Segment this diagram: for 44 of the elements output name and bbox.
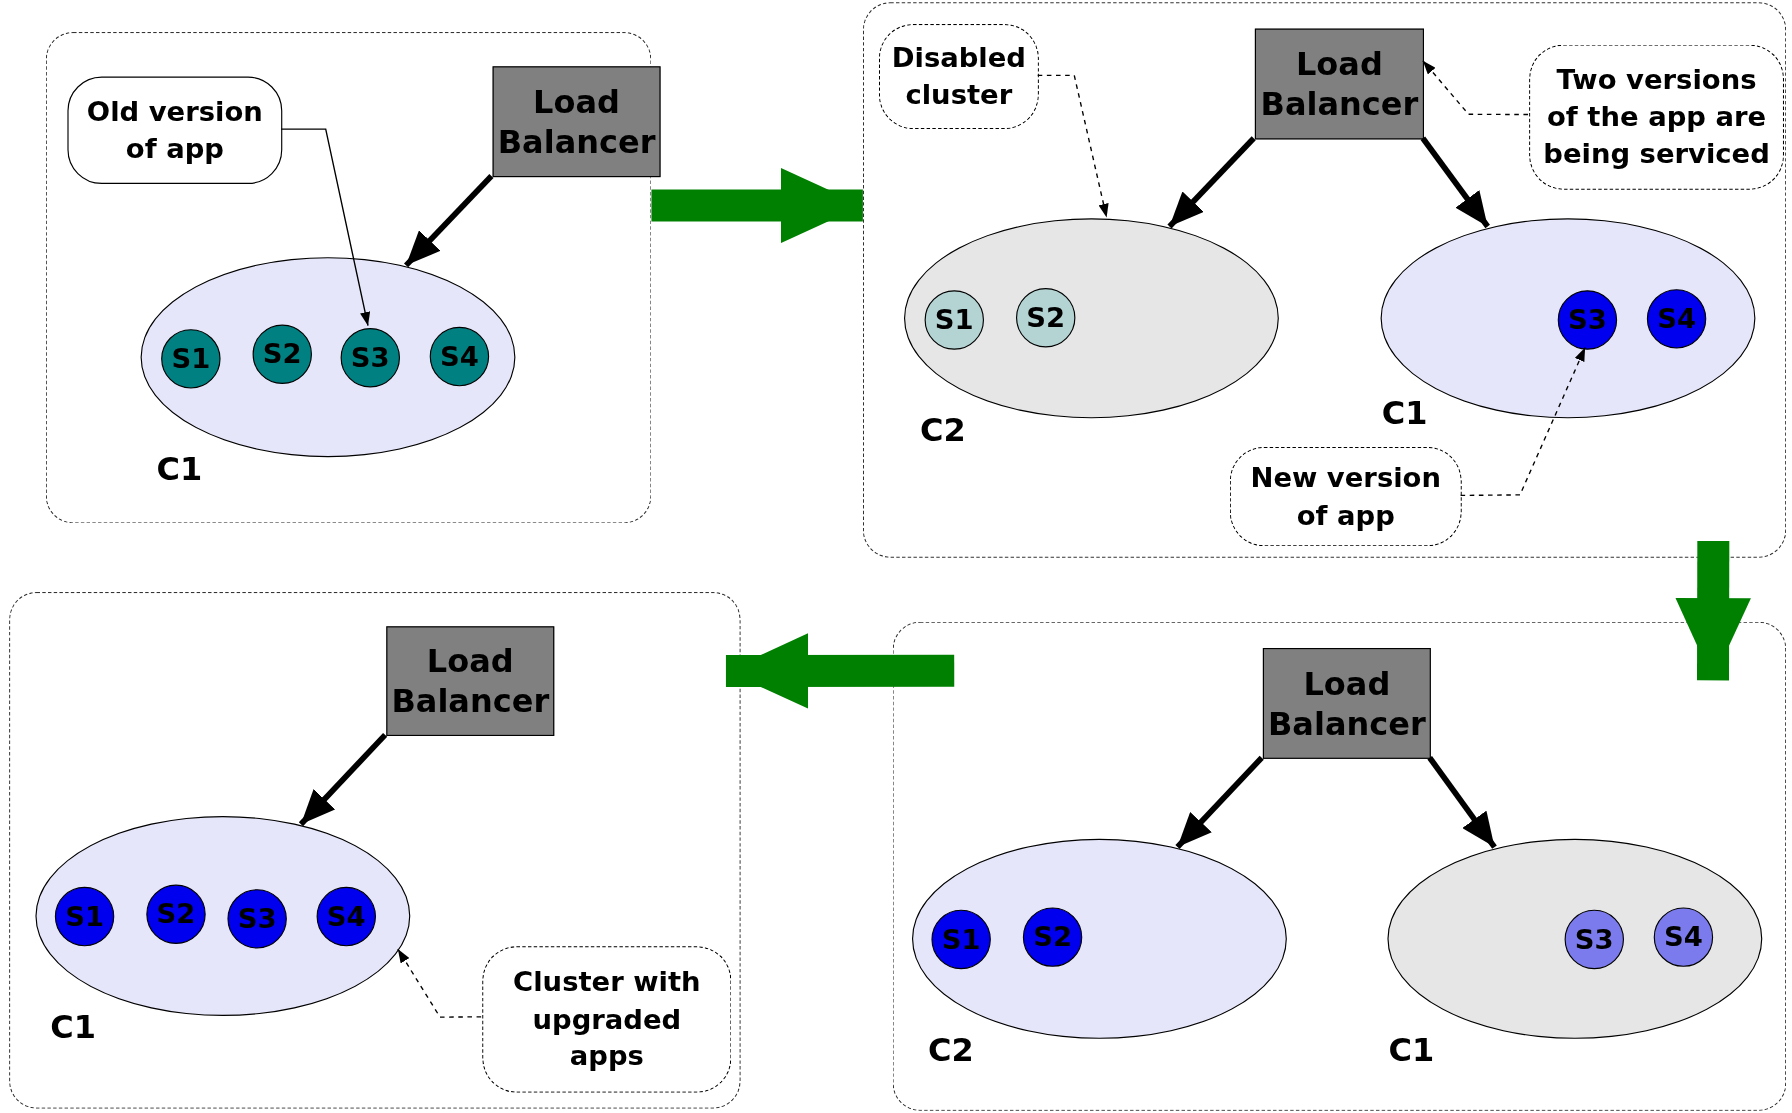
server-circle: S2 <box>146 884 206 944</box>
server-circle: S1 <box>924 290 984 350</box>
cluster-label: C1 <box>1381 394 1428 432</box>
leader-line <box>1037 74 1109 219</box>
server-circle: S4 <box>316 886 376 947</box>
server-circle: S2 <box>1016 288 1076 348</box>
server-circle: S3 <box>1557 290 1618 350</box>
callout-box: Two versions of the app are being serviced <box>1529 44 1784 190</box>
callout-box: Cluster with upgraded apps <box>482 946 732 1093</box>
load-balancer-box: Load Balancer <box>1254 28 1424 140</box>
flow-arrow <box>1675 541 1751 681</box>
arrow <box>1420 136 1490 229</box>
arrow <box>1175 755 1264 850</box>
server-circle: S3 <box>340 328 400 388</box>
server-circle: S1 <box>161 329 221 389</box>
cluster-label: C2 <box>920 411 966 450</box>
callout-box: Old version of app <box>67 76 283 184</box>
server-circle: S4 <box>1653 907 1714 967</box>
load-balancer-box: Load Balancer <box>492 66 661 178</box>
flow-arrow <box>651 167 863 244</box>
leader-line <box>397 948 482 1018</box>
flow-arrow <box>725 633 955 709</box>
server-circle: S4 <box>429 326 490 387</box>
arrow <box>1167 136 1256 229</box>
cluster-label: C1 <box>50 1008 97 1046</box>
callout-box: New version of app <box>1229 446 1462 547</box>
server-circle: S3 <box>1564 909 1624 970</box>
arrow <box>404 174 494 268</box>
server-circle: S4 <box>1646 289 1707 349</box>
server-circle: S1 <box>931 909 991 970</box>
server-circle: S2 <box>252 324 312 384</box>
cluster-label: C1 <box>1388 1030 1435 1069</box>
callout-box: Disabled cluster <box>878 24 1039 130</box>
server-circle: S3 <box>227 889 287 949</box>
cluster-label: C2 <box>928 1030 974 1069</box>
arrow <box>298 732 388 827</box>
leader-line <box>1422 60 1529 116</box>
leader-line <box>280 128 371 327</box>
load-balancer-box: Load Balancer <box>386 626 555 736</box>
server-circle: S2 <box>1022 907 1083 967</box>
server-circle: S1 <box>54 886 115 947</box>
load-balancer-box: Load Balancer <box>1262 648 1431 759</box>
arrow <box>1427 756 1497 849</box>
cluster-label: C1 <box>156 450 203 488</box>
